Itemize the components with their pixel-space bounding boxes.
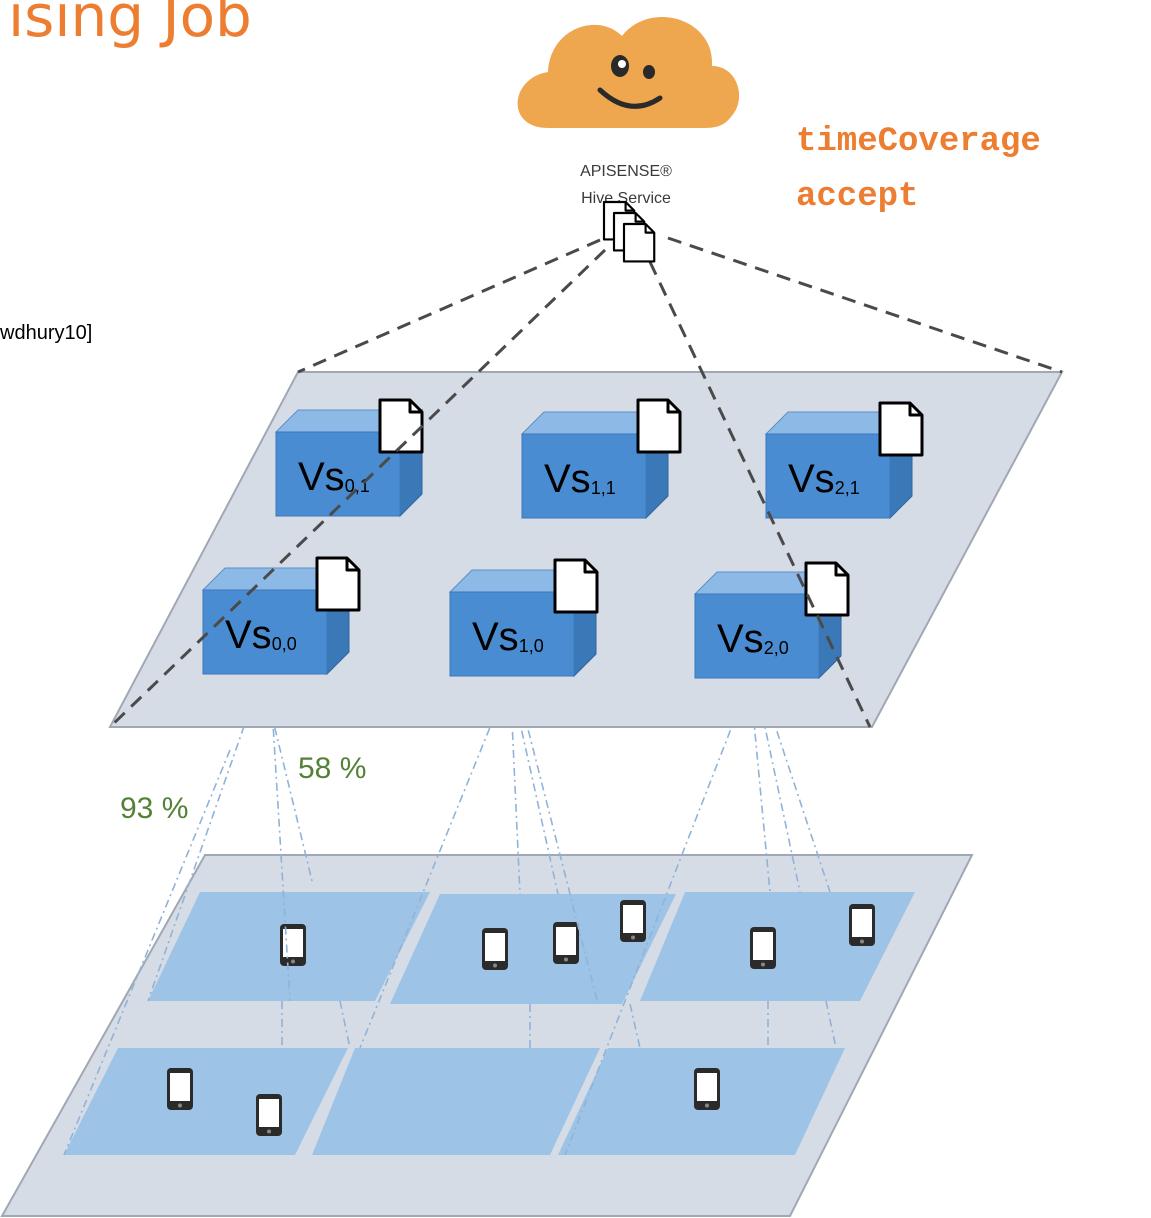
service-name-line1: APISENSE® (580, 163, 672, 180)
cell-1-0 (312, 1048, 600, 1155)
phone-icon (482, 928, 508, 970)
document-icon (553, 558, 599, 614)
phone-icon (280, 924, 306, 966)
document-icon (378, 398, 424, 454)
svg-text:Vs1,1: Vs1,1 (544, 457, 616, 501)
node-vs-1-1: Vs1,1 (521, 411, 669, 519)
service-links (108, 236, 1063, 729)
cell-1-1 (390, 894, 676, 1004)
phone-icon (167, 1068, 193, 1110)
phone-icon (553, 922, 579, 964)
phone-icon (620, 900, 646, 942)
document-icon (878, 401, 924, 457)
code-line-timecoverage: timeCoverage (796, 123, 1041, 161)
svg-text:Vs2,1: Vs2,1 (788, 457, 860, 501)
svg-text:Vs0,0: Vs0,0 (225, 613, 297, 657)
document-icon (636, 398, 682, 454)
node-vs-1-0: Vs1,0 (449, 569, 597, 677)
node-vs-2-1: Vs2,1 (765, 411, 913, 519)
virtual-sensor-nodes: Vs0,1 Vs1,1 Vs2,1 Vs0,0 Vs1,0 Vs2,0 (202, 409, 913, 679)
slide-title: ising Job (8, 0, 252, 50)
phone-icon (849, 904, 875, 946)
coverage-right-label: 58 % (298, 752, 366, 785)
svg-text:Vs1,0: Vs1,0 (472, 615, 544, 659)
citation-text: wdhury10] (0, 322, 92, 344)
phone-icon (750, 927, 776, 969)
phone-icon (694, 1068, 720, 1110)
coverage-left-label: 93 % (120, 792, 188, 825)
code-line-accept: accept (796, 178, 918, 216)
cell-2-1 (640, 892, 915, 1001)
document-stack-icon (602, 200, 656, 263)
cloud-icon (517, 16, 740, 128)
phone-icon (256, 1094, 282, 1136)
svg-text:Vs2,0: Vs2,0 (717, 617, 789, 661)
document-icon (315, 556, 361, 612)
node-vs-2-0: Vs2,0 (694, 571, 842, 679)
node-vs-0-0: Vs0,0 (202, 567, 350, 675)
